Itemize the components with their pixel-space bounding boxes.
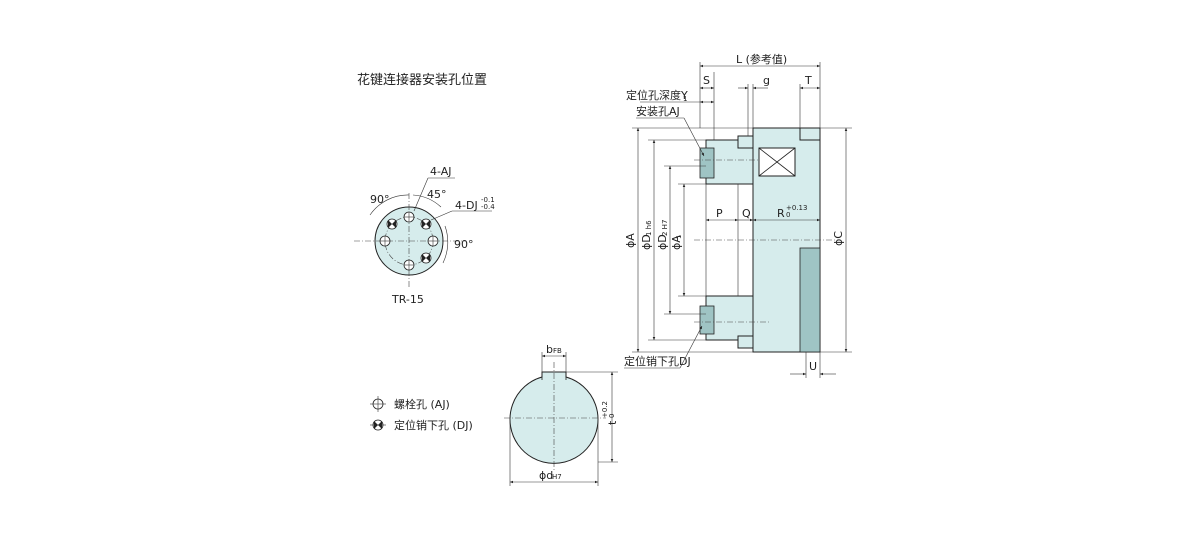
dim-phiD1: ϕD bbox=[640, 234, 653, 250]
dowel-hole bbox=[386, 218, 398, 230]
dim-phiA1: ϕA bbox=[670, 235, 683, 250]
bolt-pattern-view: 4-AJ 45° 90° 4-DJ -0.1 -0.4 90° TR-15 bbox=[354, 165, 495, 306]
tol-4dj-lower: -0.4 bbox=[481, 203, 495, 211]
label-AJ: 安装孔AJ bbox=[636, 104, 680, 118]
dim-Q: Q bbox=[742, 207, 751, 220]
bolt-hole bbox=[403, 259, 415, 271]
legend: 螺栓孔 (AJ) 定位销下孔 (DJ) bbox=[370, 396, 473, 432]
label-4aj: 4-AJ bbox=[430, 165, 452, 178]
label-Y1-sub: 1 bbox=[683, 95, 687, 103]
leader-4dj bbox=[430, 210, 453, 221]
legend-dowel-hole: 定位销下孔 (DJ) bbox=[394, 418, 473, 432]
dim-b-sub: FB bbox=[553, 347, 562, 355]
angle-arc-90-right bbox=[442, 225, 449, 264]
label-angle-90-right: 90° bbox=[454, 238, 474, 251]
dim-L: L (参考值) bbox=[736, 52, 787, 66]
dim-phiD2: ϕD bbox=[656, 234, 669, 250]
model-label: TR-15 bbox=[391, 293, 424, 306]
label-DJ: 定位销下孔DJ bbox=[624, 354, 691, 368]
tol-4dj-upper: -0.1 bbox=[481, 196, 495, 204]
section-view: L (参考值) S g T 定位孔深度Y 1 安装孔AJ P Q R +0.13 bbox=[624, 52, 852, 378]
dim-t-tol-upper: +0.2 bbox=[601, 401, 609, 418]
dim-phiC: ϕC bbox=[832, 231, 845, 246]
leader-4aj bbox=[413, 177, 429, 212]
dowel-hole bbox=[420, 218, 432, 230]
dim-T: T bbox=[804, 74, 812, 87]
bolt-hole bbox=[403, 211, 415, 223]
label-angle-90-left: 90° bbox=[370, 193, 390, 206]
dim-d: ϕd bbox=[539, 469, 553, 482]
flange-step bbox=[799, 247, 821, 353]
dim-phiA1-sub: 1 bbox=[675, 235, 683, 239]
dim-g: g bbox=[763, 74, 770, 87]
label-Y1: 定位孔深度Y bbox=[626, 88, 688, 102]
page-title: 花键连接器安装孔位置 bbox=[357, 72, 487, 88]
dowel-hole-symbol-icon bbox=[370, 419, 386, 431]
legend-bolt-hole: 螺栓孔 (AJ) bbox=[394, 397, 450, 411]
dim-t-tol-lower: 0 bbox=[608, 414, 616, 418]
bolt-hole bbox=[379, 235, 391, 247]
dim-U: U bbox=[809, 360, 817, 373]
dim-R-tol-lower: 0 bbox=[786, 211, 790, 219]
keyway-view: b FB t +0.2 0 ϕd H7 bbox=[504, 343, 619, 486]
dowel-hole bbox=[420, 252, 432, 264]
dim-d-sub: H7 bbox=[552, 473, 562, 481]
dim-R: R bbox=[777, 207, 785, 220]
angle-arc-90-left bbox=[369, 194, 410, 216]
dim-R-tol-upper: +0.13 bbox=[786, 204, 807, 212]
angle-arc-45 bbox=[412, 194, 442, 208]
dim-t: t bbox=[606, 420, 619, 425]
dim-phiD1-sub: 1 h6 bbox=[645, 220, 653, 236]
dim-phiA: ϕA bbox=[624, 233, 637, 248]
dim-b: b bbox=[546, 343, 553, 356]
bolt-hole bbox=[427, 235, 439, 247]
dim-P: P bbox=[716, 207, 723, 220]
dim-S: S bbox=[703, 74, 710, 87]
dim-phiD2-sub: 2 H7 bbox=[661, 220, 669, 236]
bolt-hole-symbol-icon bbox=[370, 396, 386, 412]
label-4dj: 4-DJ bbox=[455, 199, 478, 212]
label-angle-45: 45° bbox=[427, 188, 447, 201]
